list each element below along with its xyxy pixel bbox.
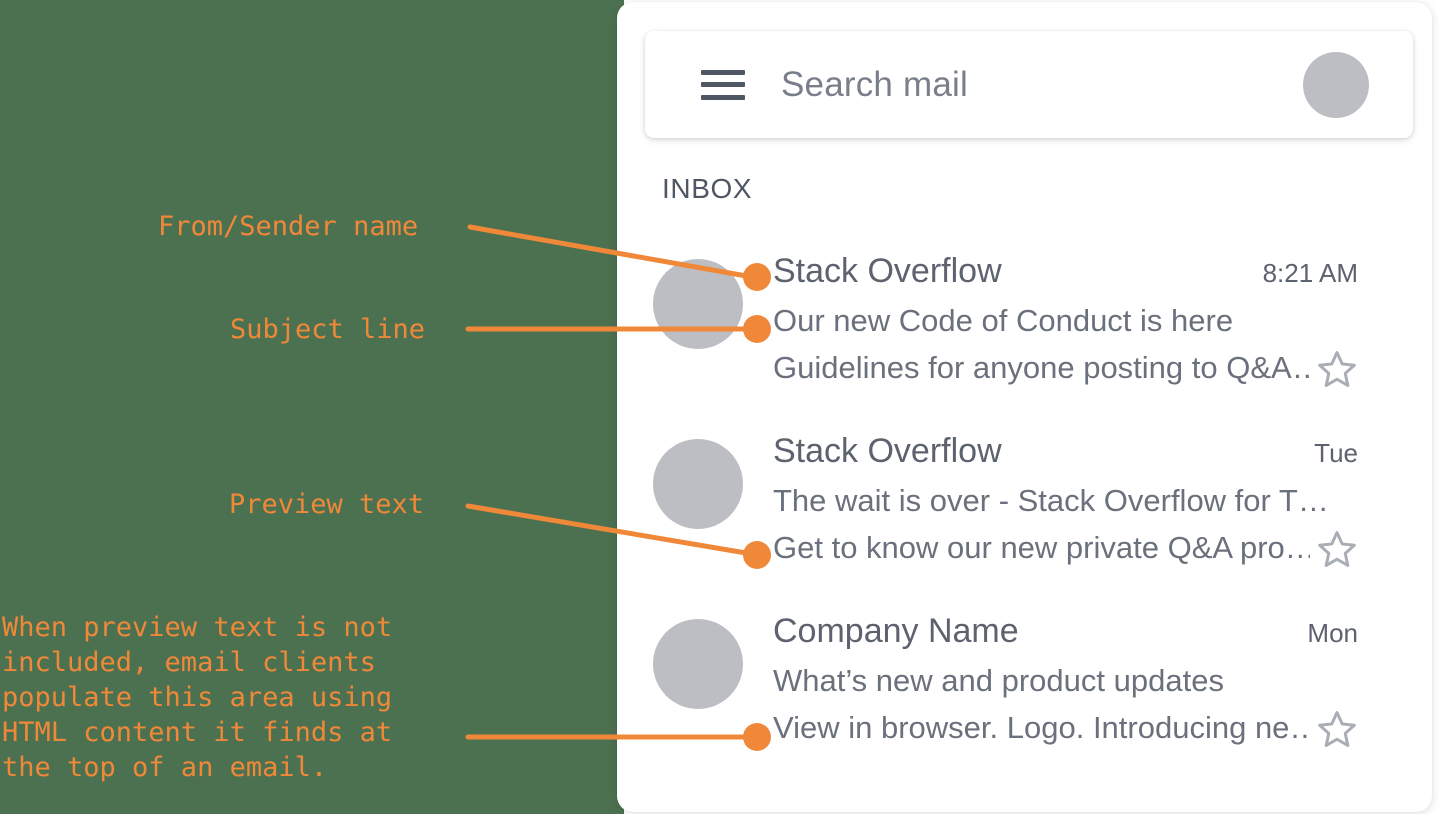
mail-row-footer: Guidelines for anyone posting to Q&A… bbox=[773, 344, 1358, 391]
mail-list-item[interactable]: Stack Overflow 8:21 AM Our new Code of C… bbox=[617, 234, 1432, 414]
mail-row-footer: Get to know our new private Q&A pro… bbox=[773, 524, 1358, 571]
annotation-preview-text: Preview text bbox=[229, 489, 425, 520]
mail-row-body: Company Name Mon What’s new and product … bbox=[773, 607, 1358, 751]
mail-row-header: Stack Overflow Tue bbox=[773, 427, 1358, 477]
subject-line: What’s new and product updates bbox=[773, 663, 1224, 698]
mail-row-header: Stack Overflow 8:21 AM bbox=[773, 247, 1358, 297]
folder-label: INBOX bbox=[662, 173, 753, 204]
mail-row-footer: View in browser. Logo. Introducing ne… bbox=[773, 704, 1358, 751]
sender-avatar bbox=[653, 619, 743, 709]
account-avatar[interactable] bbox=[1303, 51, 1369, 118]
timestamp: Mon bbox=[1307, 618, 1358, 648]
annotation-from-sender: From/Sender name bbox=[158, 211, 419, 242]
hamburger-bar bbox=[701, 94, 745, 100]
annotation-note: When preview text is not included, email… bbox=[2, 612, 393, 783]
sender-name: Stack Overflow bbox=[773, 252, 1002, 290]
sender-avatar bbox=[653, 439, 743, 529]
subject-line: The wait is over - Stack Overflow for T… bbox=[773, 483, 1329, 518]
mail-list-item[interactable]: Stack Overflow Tue The wait is over - St… bbox=[617, 414, 1432, 594]
sender-name: Stack Overflow bbox=[773, 432, 1002, 470]
timestamp: 8:21 AM bbox=[1262, 258, 1358, 288]
star-outline-icon[interactable] bbox=[1316, 348, 1358, 390]
timestamp: Tue bbox=[1314, 438, 1358, 468]
search-bar[interactable]: Search mail bbox=[645, 31, 1413, 138]
preview-text: View in browser. Logo. Introducing ne… bbox=[773, 710, 1310, 745]
green-backdrop-panel bbox=[0, 0, 624, 814]
mail-row-header: Company Name Mon bbox=[773, 607, 1358, 657]
preview-text: Guidelines for anyone posting to Q&A… bbox=[773, 350, 1310, 385]
annotation-subject-line: Subject line bbox=[230, 314, 426, 345]
hamburger-icon[interactable] bbox=[701, 69, 745, 100]
mail-row-body: Stack Overflow 8:21 AM Our new Code of C… bbox=[773, 247, 1358, 391]
sender-name: Company Name bbox=[773, 612, 1019, 650]
hamburger-bar bbox=[701, 82, 745, 87]
sender-avatar bbox=[653, 259, 743, 349]
hamburger-bar bbox=[701, 69, 745, 75]
mail-list: Stack Overflow 8:21 AM Our new Code of C… bbox=[617, 234, 1432, 774]
search-input[interactable]: Search mail bbox=[781, 64, 968, 104]
mail-client-card: Search mail INBOX Stack Overflow 8:21 AM… bbox=[617, 2, 1432, 812]
star-outline-icon[interactable] bbox=[1316, 708, 1358, 750]
star-outline-icon[interactable] bbox=[1316, 528, 1358, 570]
subject-line: Our new Code of Conduct is here bbox=[773, 303, 1234, 338]
mail-row-body: Stack Overflow Tue The wait is over - St… bbox=[773, 427, 1358, 571]
mail-list-item[interactable]: Company Name Mon What’s new and product … bbox=[617, 594, 1432, 774]
preview-text: Get to know our new private Q&A pro… bbox=[773, 530, 1310, 565]
